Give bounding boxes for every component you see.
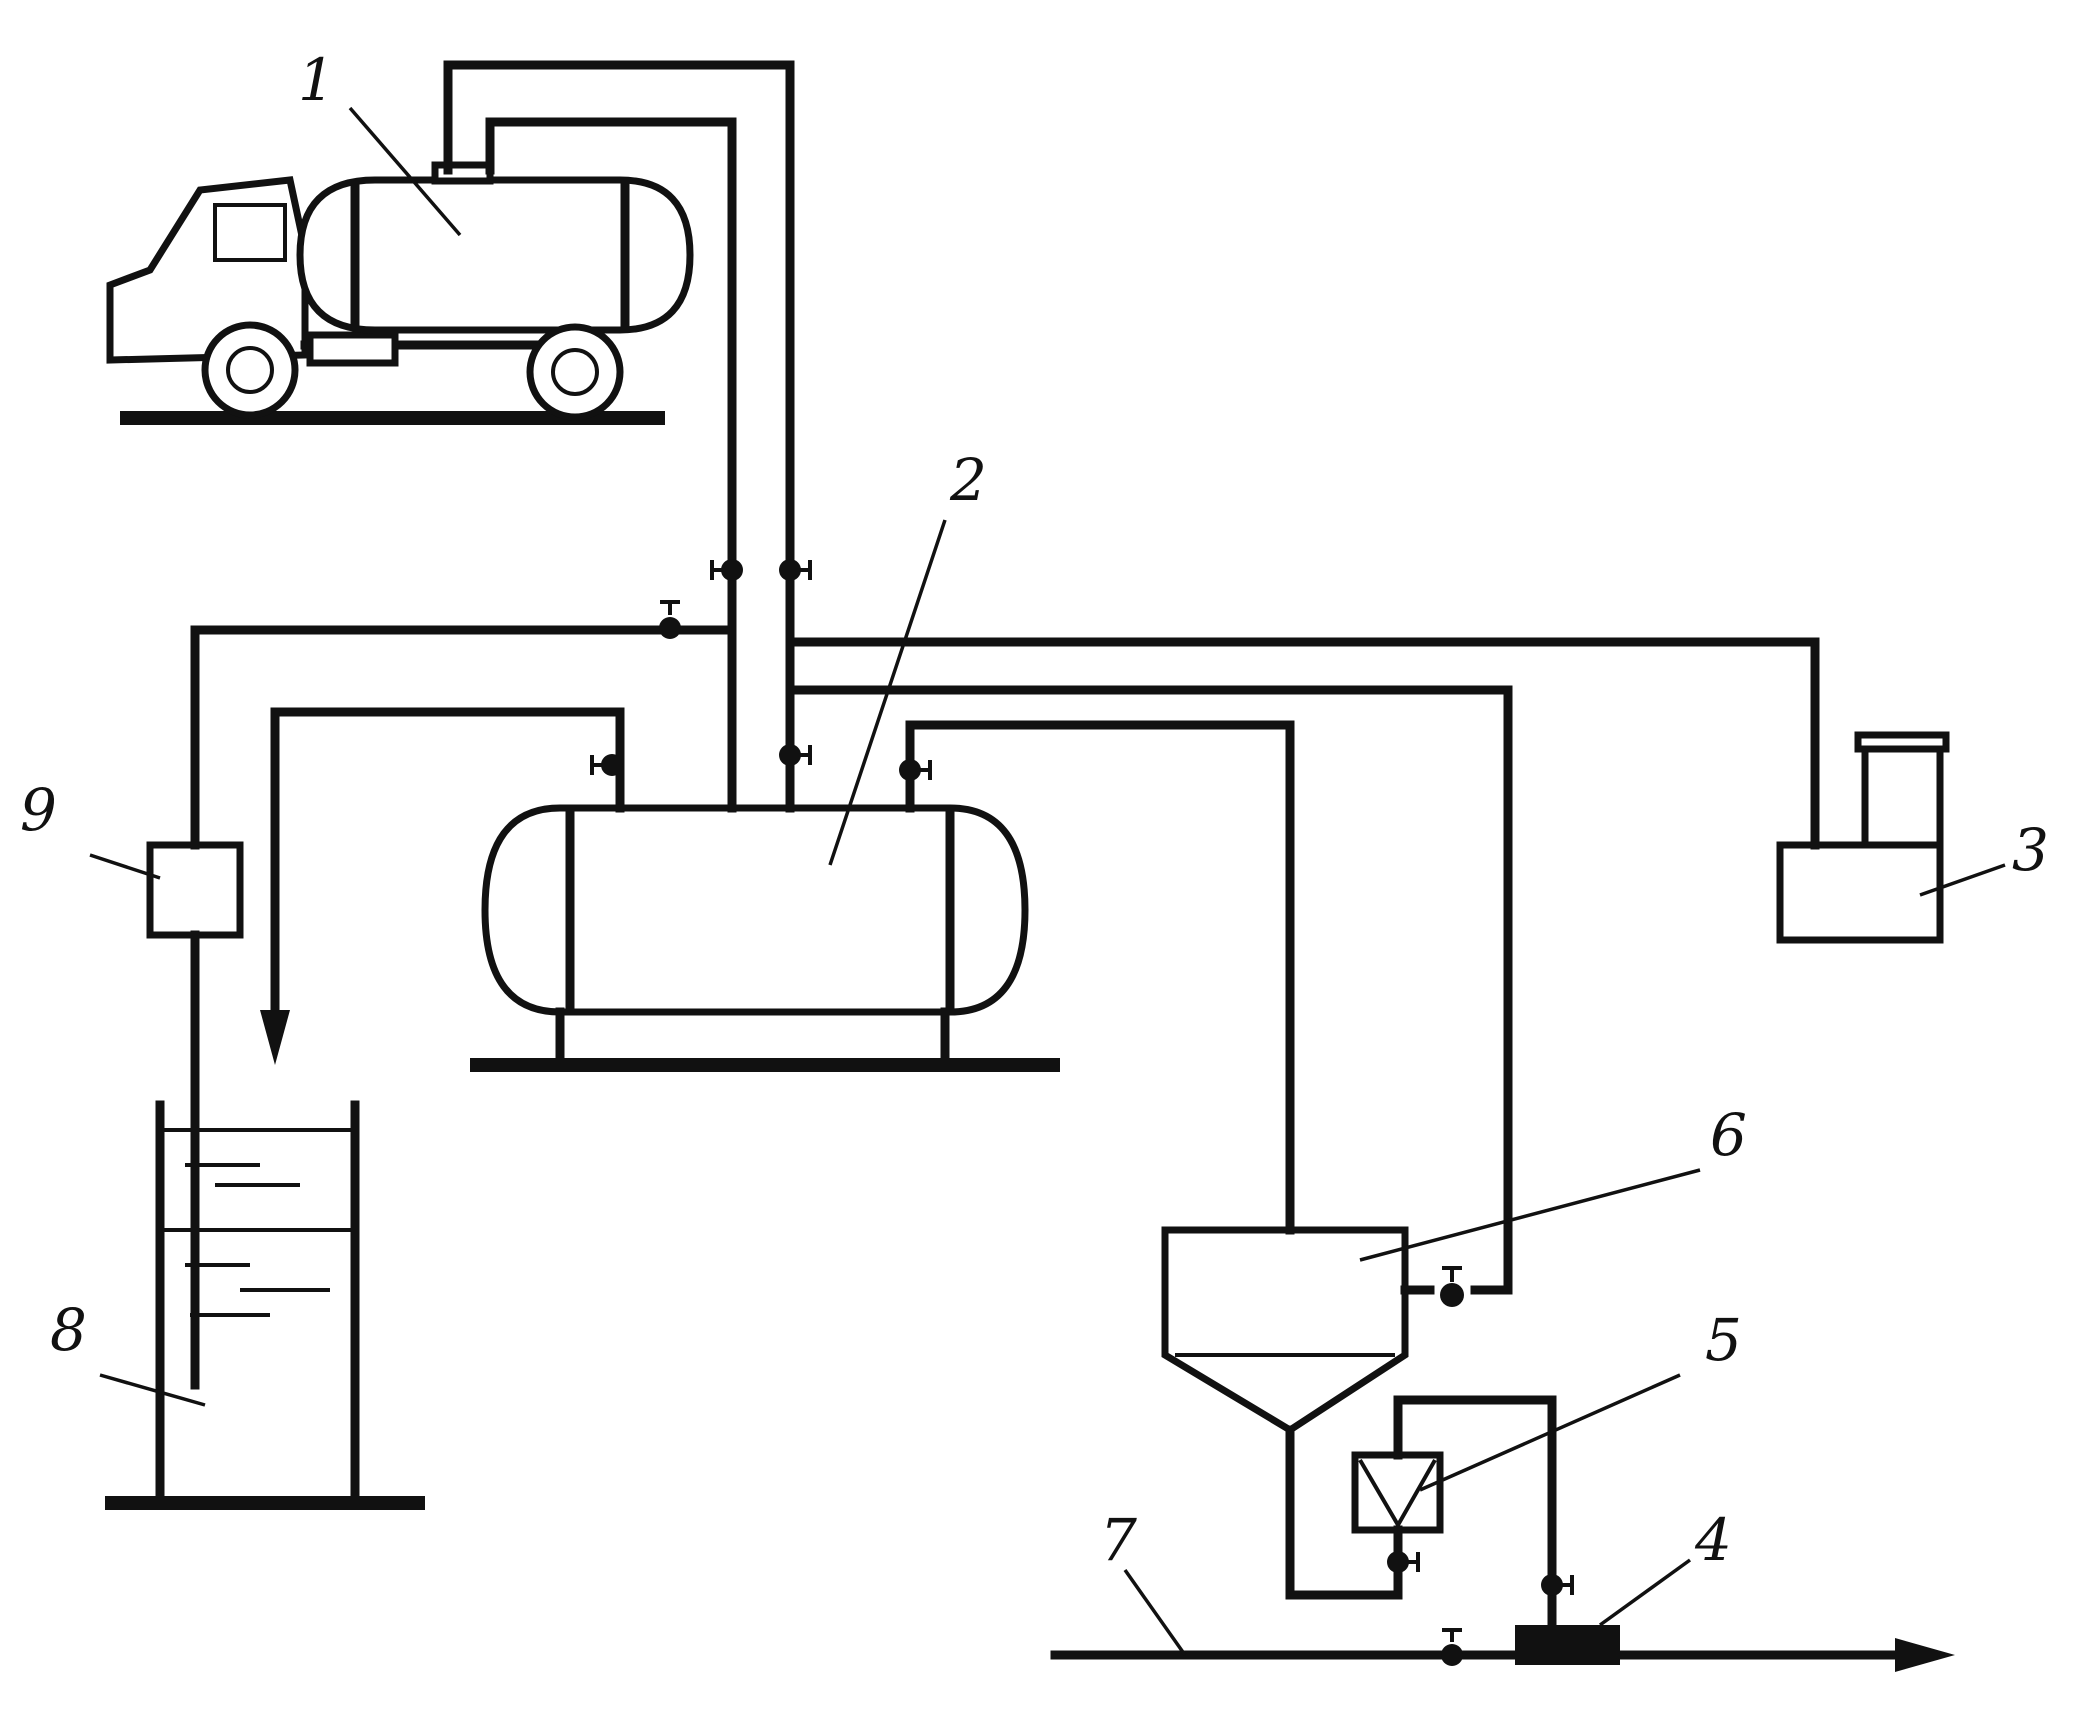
valve-icon[interactable]: [1441, 1628, 1463, 1666]
truck-tank-hatch: [431, 161, 494, 185]
valve-icon[interactable]: [1541, 1574, 1574, 1596]
label-8: 8: [50, 1296, 87, 1364]
leader-lines: [89, 106, 2006, 1657]
truck-step: [306, 331, 399, 367]
truck-rear-wheel: [526, 323, 624, 421]
valves: [590, 559, 1574, 1666]
filter-unit: [1351, 1451, 1444, 1534]
callout-labels: 1 2 3 4 5 6 7 8 9: [20, 46, 2049, 1574]
truck-window: [213, 203, 287, 262]
output-arrow: [1895, 1638, 1955, 1672]
valve-icon[interactable]: [590, 754, 623, 776]
valve-icon[interactable]: [1387, 1551, 1420, 1573]
label-9: 9: [20, 776, 57, 844]
valve-icon[interactable]: [659, 600, 681, 639]
valve-icon[interactable]: [779, 559, 812, 581]
burner-column: [1861, 741, 1944, 849]
settling-hopper: [1161, 1226, 1409, 1435]
collection-vessel: [105, 1100, 425, 1510]
label-5: 5: [1705, 1306, 1742, 1374]
burner-base: [1776, 841, 1944, 944]
label-1: 1: [298, 46, 335, 114]
label-2: 2: [949, 446, 987, 514]
storage-tank: [470, 804, 1060, 1072]
valve-icon[interactable]: [1440, 1266, 1464, 1307]
truck-front-wheel: [201, 321, 299, 419]
label-3: 3: [2012, 816, 2049, 884]
storage-tank-body: [481, 804, 1029, 1016]
hopper-body: [1161, 1226, 1409, 1435]
truck-tank: [296, 176, 694, 334]
pump-block: [1515, 1625, 1620, 1665]
drain-arrow: [260, 1010, 290, 1065]
label-7: 7: [1100, 1506, 1137, 1574]
truck-cab: [106, 176, 309, 364]
valve-icon[interactable]: [779, 744, 812, 766]
burner-unit: [1776, 731, 1950, 944]
label-6: 6: [1710, 1101, 1747, 1169]
label-4: 4: [1694, 1506, 1732, 1574]
valve-icon[interactable]: [710, 559, 743, 581]
meter-box: [146, 841, 244, 939]
tanker-truck: [106, 161, 694, 425]
filter-body: [1351, 1451, 1444, 1534]
valve-icon[interactable]: [899, 759, 932, 781]
